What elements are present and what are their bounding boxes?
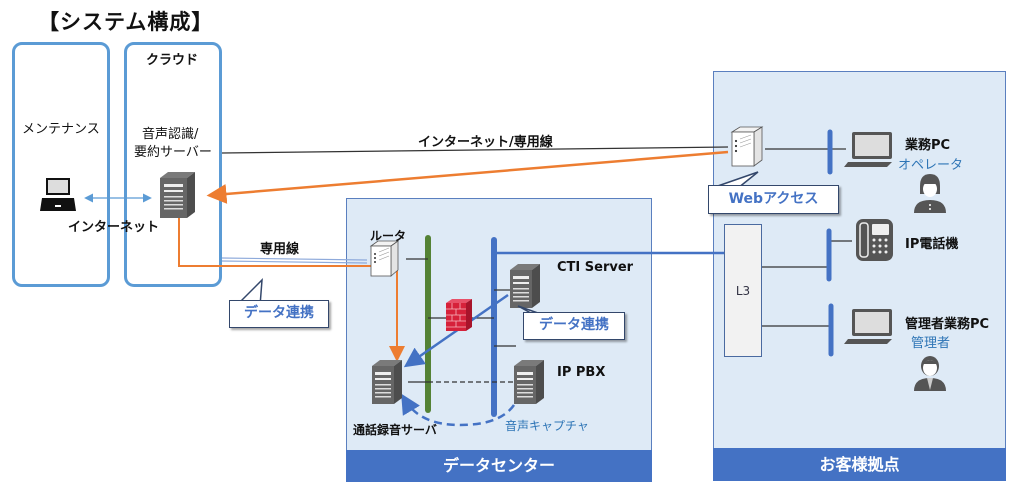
- ip-pbx-server-icon: [514, 360, 544, 404]
- voice-capture-label: 音声キャプチャ: [505, 419, 589, 433]
- data-link-callout-cti: データ連携: [523, 312, 625, 340]
- maintenance-label: メンテナンス: [22, 122, 100, 137]
- datacenter-footer: データセンター: [346, 450, 652, 482]
- internet-dedicated-line-label: インターネット/専用線: [418, 135, 553, 150]
- ip-phone-icon: [856, 219, 893, 261]
- speech-server-label-line2: 要約サーバー: [134, 145, 212, 160]
- web-access-flow-arrow: [206, 150, 729, 204]
- l3-label: L3: [735, 284, 751, 298]
- cti-server-icon: [510, 264, 540, 308]
- admin-pc-laptop-icon: [844, 309, 892, 344]
- operator-label: オペレータ: [898, 158, 964, 173]
- speech-server-icon: [160, 172, 195, 218]
- speech-server-label-line1: 音声認識/: [142, 127, 199, 142]
- recording-data-flow: [178, 218, 405, 362]
- ip-pbx-label: IP PBX: [557, 365, 606, 380]
- maintenance-zone: [12, 42, 110, 287]
- business-pc-laptop-icon: [844, 132, 892, 167]
- admin-pc-label: 管理者業務PC: [905, 317, 990, 332]
- recording-server-label: 通話録音サーバ: [353, 423, 437, 437]
- customer-site-footer: お客様拠点: [713, 448, 1006, 481]
- cti-server-label: CTI Server: [557, 260, 634, 275]
- ip-phone-label: IP電話機: [905, 237, 959, 252]
- admin-label: 管理者: [911, 336, 951, 351]
- l3-switch: L3: [724, 224, 762, 357]
- firewall-icon: [446, 299, 472, 331]
- dedicated-line: [221, 257, 368, 261]
- router-icon: [369, 240, 400, 277]
- business-pc-label: 業務PC: [905, 138, 951, 153]
- web-access-callout: Webアクセス: [708, 185, 839, 214]
- cloud-zone: [124, 42, 222, 287]
- maintenance-laptop-icon: [40, 178, 76, 211]
- router-label: ルータ: [370, 229, 407, 243]
- dedicated-line-label: 専用線: [260, 242, 300, 257]
- diagram-title: 【システム構成】: [38, 10, 214, 34]
- voice-capture-curve: [401, 393, 516, 427]
- cloud-label: クラウド: [146, 53, 199, 68]
- recording-server-icon: [372, 360, 402, 404]
- internet-dedicated-line: [221, 146, 729, 154]
- admin-person-icon: [914, 356, 946, 391]
- maintenance-internet-label: インターネット: [68, 220, 160, 235]
- operator-person-icon: [914, 174, 946, 213]
- customer-router-icon: [730, 126, 764, 167]
- data-link-callout-left: データ連携: [229, 300, 329, 328]
